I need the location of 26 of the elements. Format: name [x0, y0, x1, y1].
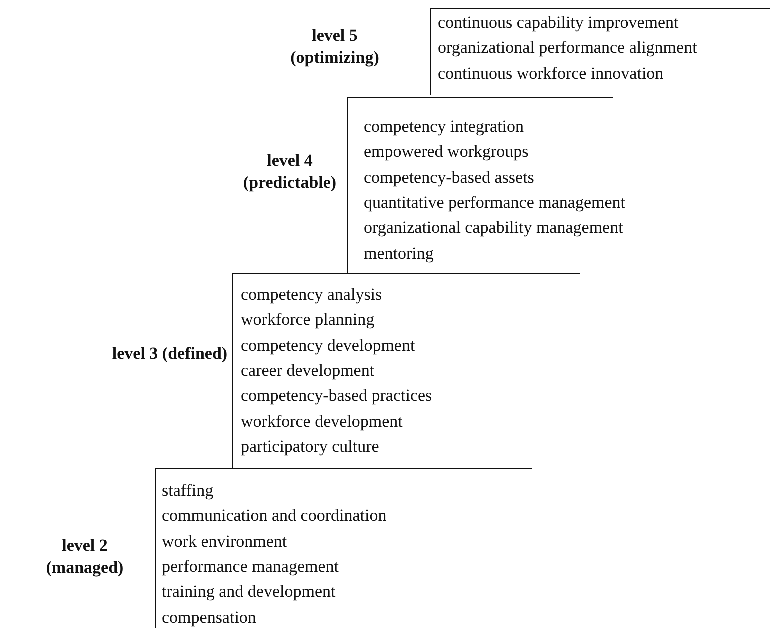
- practice-item: workforce planning: [241, 309, 375, 332]
- practice-item: competency-based assets: [364, 166, 534, 189]
- practice-item: competency integration: [364, 116, 524, 138]
- practice-item: career development: [241, 360, 375, 382]
- practice-item: competency development: [241, 334, 416, 357]
- practice-item: competency-based practices: [241, 385, 432, 408]
- practice-item: training and development: [162, 581, 336, 604]
- practice-item: competency analysis: [241, 284, 382, 306]
- practice-item: communication and coordination: [162, 505, 387, 528]
- practice-item: continuous workforce innovation: [438, 62, 664, 85]
- level-label: level 5 (optimizing): [290, 25, 380, 69]
- practice-item: organizational performance alignment: [438, 37, 698, 60]
- practice-item: workforce development: [241, 410, 403, 433]
- practice-item: performance management: [162, 556, 339, 578]
- practice-item: mentoring: [364, 242, 434, 265]
- level-label: level 3 (defined): [111, 343, 229, 365]
- practice-item: compensation: [162, 606, 256, 628]
- practice-item: work environment: [162, 530, 288, 553]
- practice-item: organizational capability management: [364, 217, 624, 240]
- practice-item: staffing: [162, 480, 214, 502]
- practice-item: participatory culture: [241, 436, 380, 458]
- practice-item: continuous capability improvement: [438, 12, 679, 34]
- practice-item: quantitative performance management: [364, 192, 626, 214]
- level-label: level 2 (managed): [45, 535, 125, 579]
- practice-item: empowered workgroups: [364, 141, 529, 164]
- level-label: level 4 (predictable): [242, 150, 338, 194]
